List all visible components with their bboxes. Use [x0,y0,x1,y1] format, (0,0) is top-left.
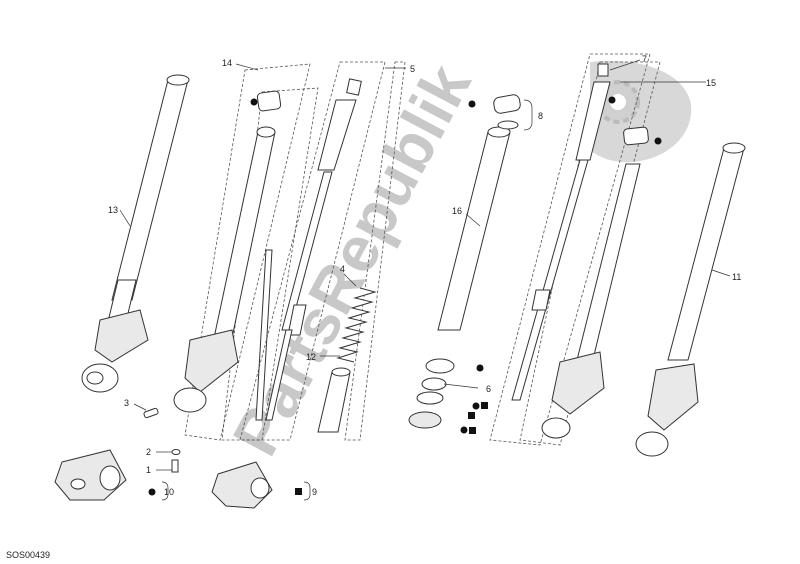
fork-leg-11 [635,142,746,457]
square-icon [295,488,302,495]
assembly-group-14 [173,63,319,441]
callout-14: 14 [222,58,232,68]
callout-13: 13 [108,205,118,215]
callout-3: 3 [124,398,129,408]
dot-icon [148,488,156,496]
dot-icon [468,100,476,108]
dot-icon [476,364,484,372]
callout-4: 4 [340,264,345,274]
bracket-10 [54,449,127,501]
callout-2: 2 [146,447,151,457]
reference-code: SOS00439 [6,550,50,560]
callout-7: 7 [642,54,647,64]
callout-16: 16 [452,206,462,216]
callout-8: 8 [538,111,543,121]
assembly-group-15 [489,53,661,446]
callout-labels: 13 14 5 4 12 8 16 7 15 11 6 3 2 1 10 9 [108,54,741,497]
callout-11: 11 [732,272,741,282]
dot-icon [472,402,480,410]
square-icon [468,412,475,419]
brace-marks [161,99,533,501]
callout-15: 15 [706,78,716,88]
callout-9: 9 [312,487,317,497]
leader-lines [119,59,731,471]
markers [148,96,662,496]
screw-3 [143,407,159,419]
fork-tube-16 [437,94,521,331]
callout-10: 10 [164,487,174,497]
dot-icon [460,426,468,434]
dot-icon [654,137,662,145]
fork-leg-13 [81,74,190,393]
bracket-9 [211,461,273,509]
callout-1: 1 [146,465,151,475]
spring-group-4 [317,61,406,441]
callout-12: 12 [306,352,316,362]
screw-1 [171,459,179,473]
dot-icon [250,98,258,106]
square-icon [481,402,488,409]
square-icon [469,427,476,434]
dot-icon [608,96,616,104]
gear-logo-icon [590,60,692,163]
washer-2 [171,449,181,455]
callout-5: 5 [410,64,415,74]
seal-stack-6 [408,358,455,429]
callout-6: 6 [486,384,491,394]
cartridge-group-5 [239,61,386,441]
